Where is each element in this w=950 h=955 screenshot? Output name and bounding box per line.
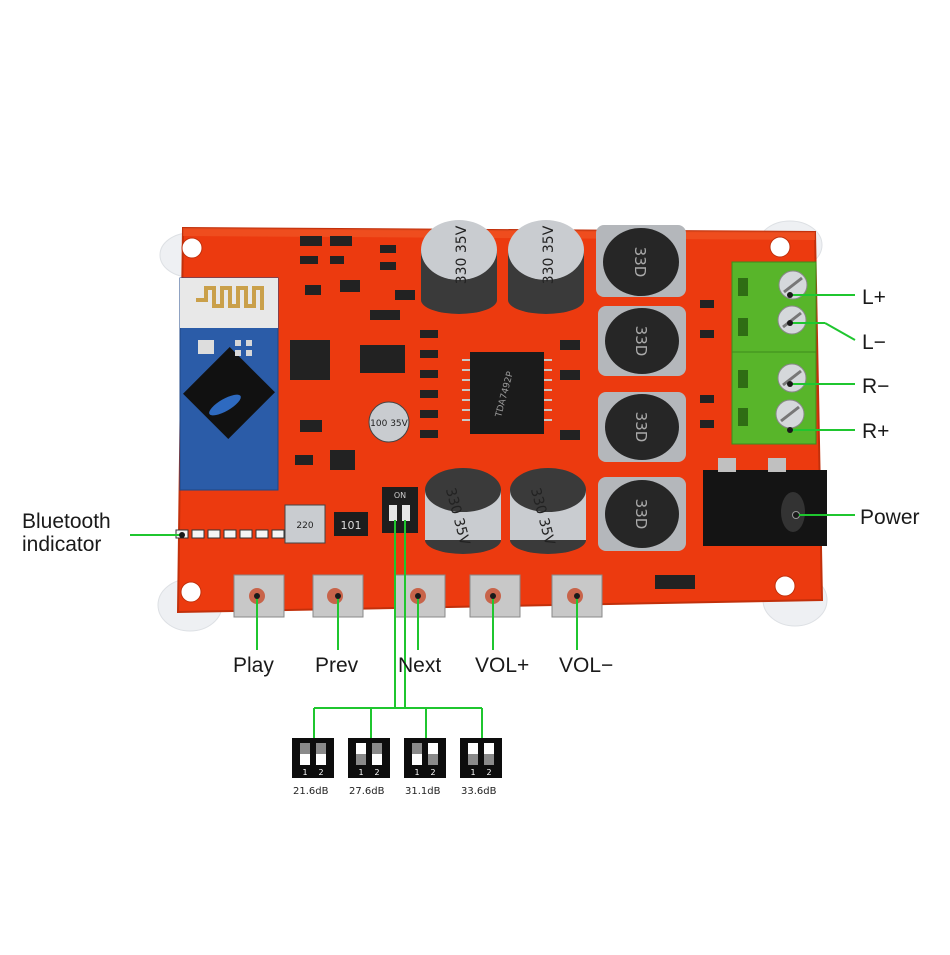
inductor-l1: 33D — [596, 225, 686, 297]
svg-text:33D: 33D — [632, 412, 650, 443]
smd-components — [290, 236, 714, 589]
svg-text:330 35V: 330 35V — [454, 225, 470, 284]
next-label: Next — [398, 654, 442, 677]
dip-number: 1 — [358, 768, 363, 777]
svg-text:101: 101 — [341, 519, 362, 532]
dip-number: 1 — [414, 768, 419, 777]
resistor-101: 101 — [334, 512, 368, 536]
prev-label: Prev — [315, 654, 359, 677]
capacitor-c31: 330 35V — [508, 220, 584, 314]
r-plus-label: R+ — [862, 420, 890, 443]
gain-label-4: 33.6dB — [461, 786, 497, 797]
dip-number: 2 — [486, 768, 491, 777]
capacitor-c40: 330 35V — [510, 468, 586, 554]
inductor-l3: 33D — [598, 392, 686, 462]
dip-number: 2 — [374, 768, 379, 777]
dip-number: 1 — [302, 768, 307, 777]
capacitor-c39: 330 35V — [425, 468, 501, 554]
svg-text:33D: 33D — [631, 247, 649, 278]
r-minus-label: R− — [862, 375, 890, 398]
svg-text:220: 220 — [296, 521, 313, 531]
power-jack — [703, 458, 827, 546]
gain-label-1: 21.6dB — [293, 786, 329, 797]
inductor-l2: 33D — [598, 306, 686, 376]
vol-plus-label: VOL+ — [475, 654, 530, 677]
svg-text:330 35V: 330 35V — [541, 225, 557, 284]
dip-switch: ON — [382, 487, 418, 533]
inductors: 33D 33D 33D 33D — [596, 225, 686, 551]
capacitors: 330 35V 330 35V 330 35V 330 35V 100 35V … — [284, 220, 586, 554]
dip-number: 2 — [430, 768, 435, 777]
gain-label-3: 31.1dB — [405, 786, 441, 797]
capacitor-small: 100 35V — [368, 401, 410, 443]
callout-dots — [179, 292, 799, 599]
l-minus-label: L− — [862, 331, 886, 354]
vol-minus-label: VOL− — [559, 654, 614, 677]
svg-text:33D: 33D — [632, 326, 650, 357]
svg-text:100 35V: 100 35V — [370, 419, 408, 429]
capacitor-c25: 330 35V — [421, 220, 497, 314]
svg-text:ON: ON — [394, 491, 406, 500]
amplifier-chip: TDA7492P — [462, 352, 552, 434]
play-label: Play — [233, 654, 274, 677]
svg-text:33D: 33D — [632, 499, 650, 530]
bluetooth-indicator-label: Bluetooth indicator — [22, 510, 111, 557]
capacitor-tiny: 220 — [284, 504, 326, 544]
bluetooth-module — [179, 277, 279, 491]
mounting-holes — [180, 236, 796, 603]
speaker-terminals — [731, 261, 817, 445]
power-label: Power — [860, 506, 920, 529]
dip-number: 2 — [318, 768, 323, 777]
dip-number: 1 — [470, 768, 475, 777]
l-plus-label: L+ — [862, 286, 886, 309]
gain-label-2: 27.6dB — [349, 786, 385, 797]
callout-lines — [130, 294, 856, 738]
inductor-l4: 33D — [598, 477, 686, 551]
